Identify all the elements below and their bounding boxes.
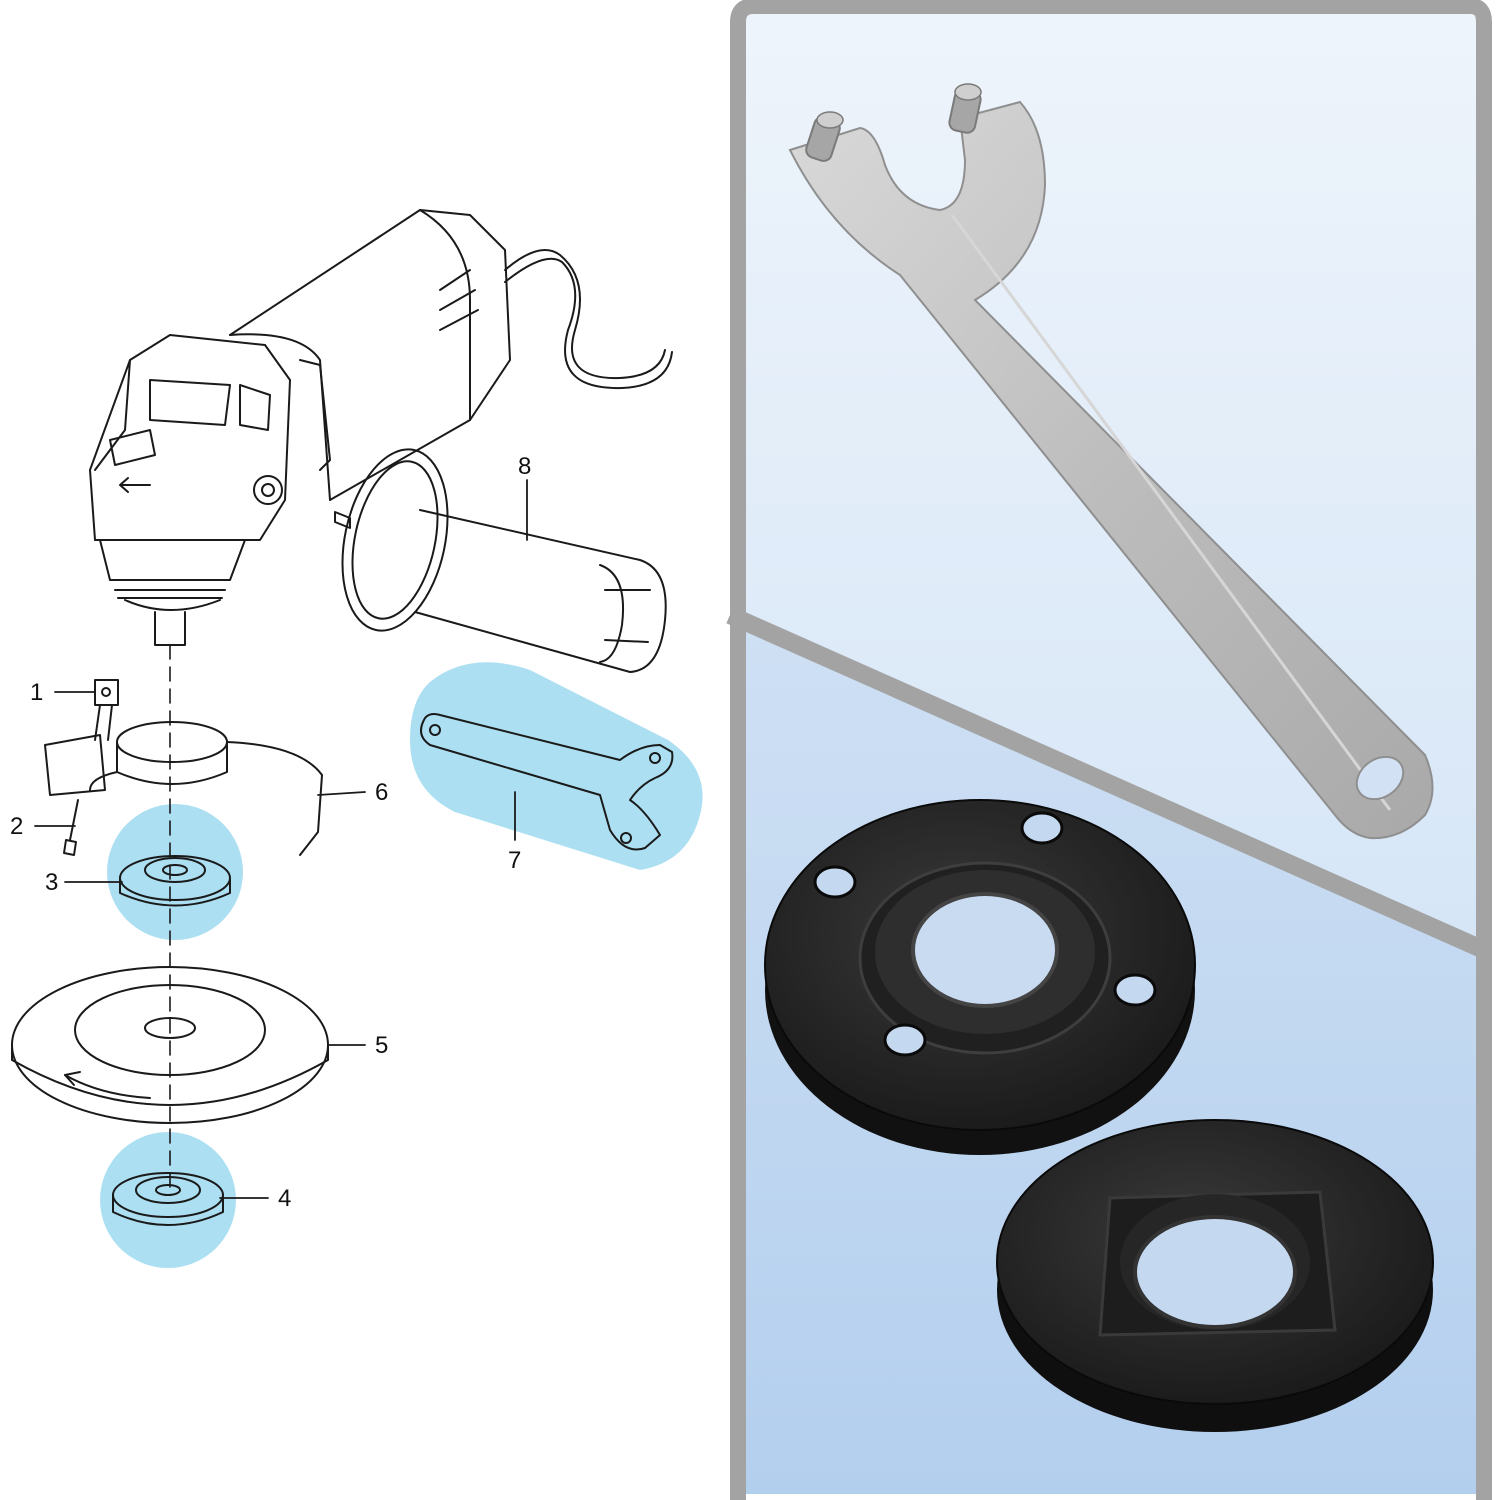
- callout-4: 4: [278, 1185, 291, 1212]
- photo-panel-frame: [730, 0, 1492, 1500]
- outer-nut-drawing: [112, 1172, 224, 1226]
- flange-washer: [996, 1119, 1434, 1432]
- highlight-part-3: [107, 804, 243, 940]
- highlight-part-4: [100, 1132, 236, 1268]
- photo-panel-divider: [726, 606, 1488, 959]
- parts-diagram: 1 2 3 4 5 6 7 8: [10, 209, 703, 1268]
- callout-1: 1: [30, 679, 43, 706]
- angle-grinder-drawing: [89, 209, 673, 646]
- photo-panel: [726, 0, 1492, 1500]
- highlight-regions: [100, 662, 703, 1268]
- callout-6: 6: [375, 779, 388, 806]
- callout-2: 2: [10, 813, 23, 840]
- highlight-part-7: [410, 662, 703, 870]
- pin-spanner-wrench: [788, 83, 1434, 840]
- inner-flange-drawing: [119, 855, 231, 907]
- callout-3: 3: [45, 869, 58, 896]
- side-handle-drawing: [334, 448, 667, 673]
- callout-5: 5: [375, 1032, 388, 1059]
- callout-labels: 1 2 3 4 5 6 7 8: [10, 453, 531, 1212]
- wrench-drawing: [420, 713, 674, 851]
- callout-8: 8: [518, 453, 531, 480]
- callout-7: 7: [508, 847, 521, 874]
- leader-lines: [34, 479, 528, 1199]
- flange-nut-with-holes: [764, 799, 1196, 1155]
- wheel-guard-drawing: [44, 679, 323, 856]
